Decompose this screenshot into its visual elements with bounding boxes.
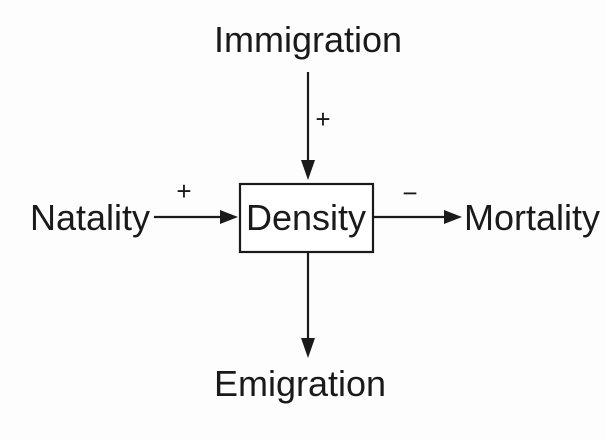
mortality-arrow: [373, 210, 462, 224]
mortality-label: Mortality: [464, 197, 600, 238]
natality-label: Natality: [30, 197, 150, 238]
emigration-arrow: [301, 252, 315, 358]
density-box: Density: [238, 182, 375, 254]
immigration-arrow: [301, 72, 315, 180]
natality-sign: +: [176, 176, 191, 206]
mortality-sign: −: [402, 178, 417, 208]
density-label: Density: [246, 197, 366, 238]
immigration-sign: +: [315, 104, 330, 134]
immigration-label: Immigration: [214, 19, 402, 60]
emigration-label: Emigration: [214, 363, 386, 404]
natality-arrow: [154, 210, 238, 224]
